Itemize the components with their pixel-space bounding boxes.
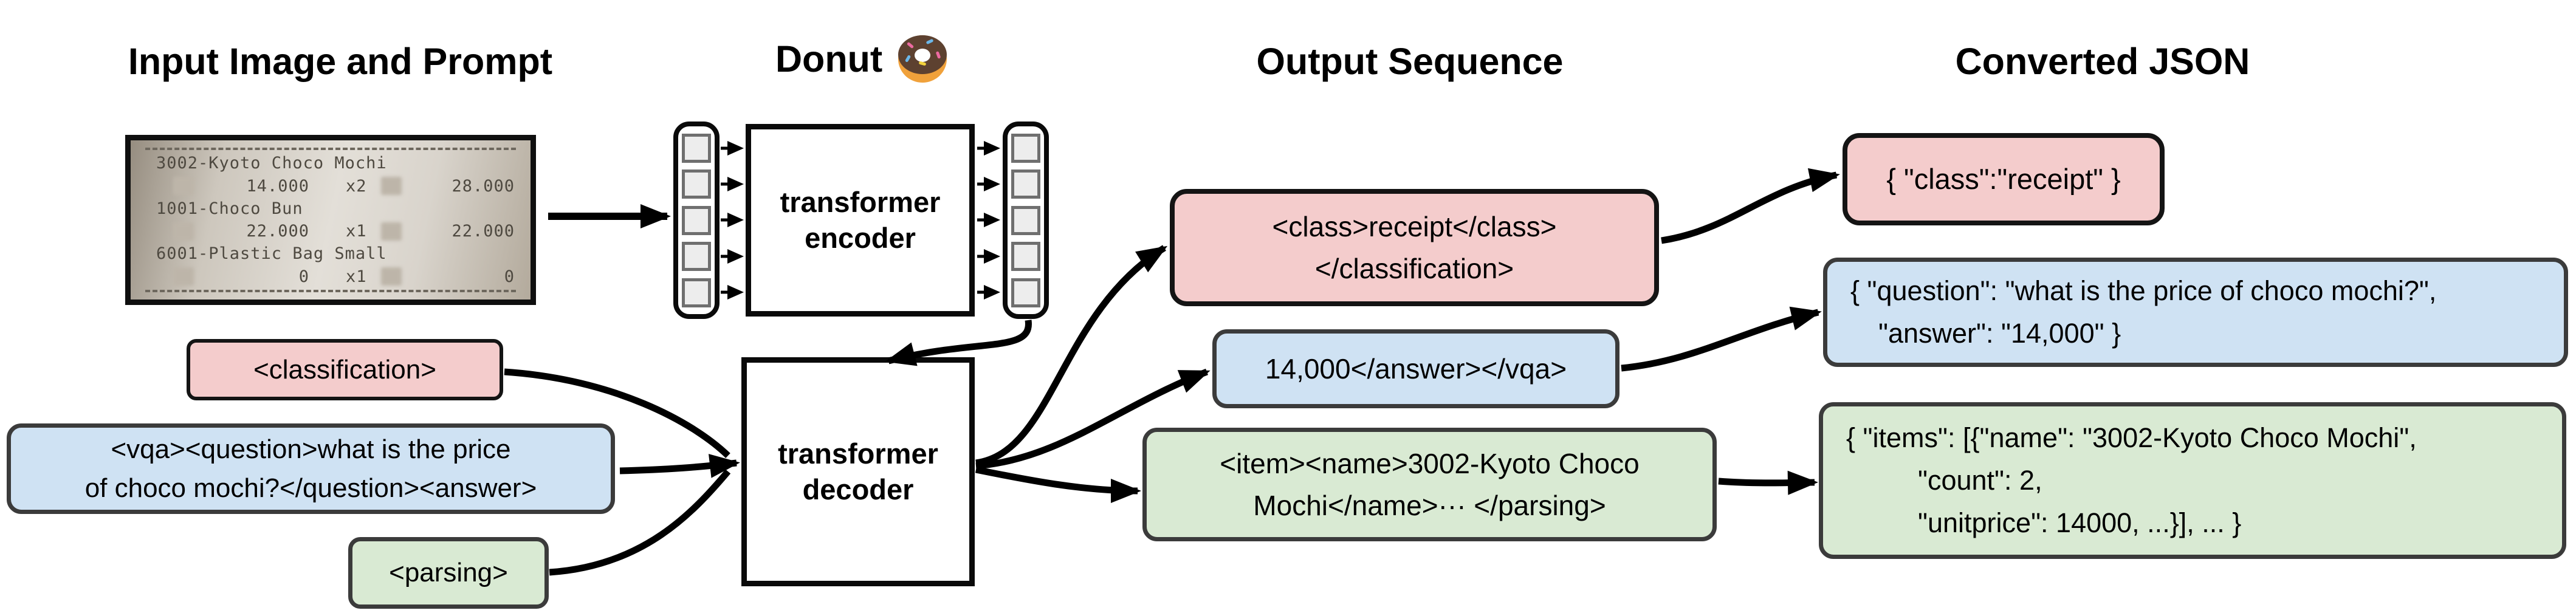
receipt-total: 0 [504, 267, 515, 286]
receipt-line-item: 6001-Plastic Bag Small [156, 244, 387, 264]
arrow-vqa-output-to-json [1621, 306, 1822, 372]
receipt-total: 22.000 [452, 222, 515, 241]
embedding-cell [1011, 170, 1040, 199]
json-classification: { "class":"receipt" } [1843, 133, 2165, 225]
blur-patch [381, 222, 402, 241]
receipt-qty: x1 [346, 267, 367, 286]
output-parsing: <item><name>3002-Kyoto Choco Mochi</name… [1142, 428, 1717, 541]
output-classification-line1: <class>receipt</class> [1272, 210, 1557, 242]
receipt-qty: x2 [346, 176, 367, 196]
arrow-vqa-prompt-to-decoder [619, 454, 740, 478]
json-vqa-line2: "answer": "14,000" } [1878, 318, 2121, 349]
output-classification-line2: </classification> [1314, 252, 1514, 284]
section-title-output: Output Sequence [1256, 41, 1564, 82]
json-vqa-line1: { "question": "what is the price of choc… [1850, 275, 2437, 307]
receipt-line-amounts: 22.000 x1 22.000 [142, 222, 520, 241]
output-parsing-line1: <item><name>3002-Kyoto Choco [1220, 447, 1640, 479]
blur-patch [173, 222, 194, 241]
receipt-image: 3002-Kyoto Choco Mochi 14.000 x2 28.000 … [125, 135, 536, 305]
blur-patch [173, 267, 194, 286]
arrows-patches-to-encoder [721, 141, 744, 300]
transformer-encoder-block: transformer encoder [746, 124, 975, 317]
image-patch [682, 205, 711, 235]
embedding-cell [1011, 133, 1040, 163]
receipt-price: 0 [298, 267, 309, 286]
embedding-cell [1011, 278, 1040, 307]
json-parsing-line1: { "items": [{"name": "3002-Kyoto Choco M… [1846, 422, 2417, 454]
output-vqa: 14,000</answer></vqa> [1212, 329, 1619, 408]
receipt-line-amounts: 14.000 x2 28.000 [142, 177, 520, 196]
receipt-total: 28.000 [452, 176, 515, 196]
embedding-column [1003, 122, 1049, 319]
prompt-classification: <classification> [187, 339, 503, 400]
blur-patch [381, 267, 402, 286]
embedding-cell [1011, 205, 1040, 235]
section-title-input: Input Image and Prompt [128, 41, 553, 82]
blur-patch [173, 177, 194, 196]
json-vqa: { "question": "what is the price of choc… [1823, 258, 2568, 367]
transformer-decoder-block: transformer decoder [741, 357, 975, 586]
arrow-parsing-output-to-json [1718, 470, 1818, 495]
image-patch [682, 133, 711, 163]
prompt-vqa: <vqa><question>what is the price of choc… [7, 423, 615, 514]
json-parsing-line2: "count": 2, [1918, 465, 2042, 496]
json-parsing: { "items": [{"name": "3002-Kyoto Choco M… [1819, 402, 2566, 559]
json-parsing-line3: "unitprice": 14000, ...}], ... } [1918, 507, 2242, 538]
receipt-separator-top [145, 148, 516, 150]
image-patch [682, 278, 711, 307]
section-title-model: Donut [775, 35, 947, 83]
arrow-classification-output-to-json [1661, 168, 1840, 244]
receipt-price: 22.000 [246, 222, 309, 241]
arrows-encoder-to-embeddings [977, 141, 1000, 300]
donut-emoji [898, 35, 947, 83]
encoder-label: transformer encoder [780, 185, 941, 254]
blur-patch [381, 177, 402, 196]
image-patch-column [673, 122, 720, 319]
output-parsing-line2: Mochi</name>··· </parsing> [1253, 489, 1606, 521]
section-title-json: Converted JSON [1955, 41, 2250, 82]
image-patch [682, 170, 711, 199]
receipt-line-amounts: 0 x1 0 [142, 267, 520, 286]
prompt-vqa-line2: of choco mochi?</question><answer> [84, 473, 537, 503]
receipt-price: 14.000 [246, 176, 309, 196]
decoder-label: transformer decoder [778, 437, 938, 505]
receipt-line-item: 1001-Choco Bun [156, 199, 303, 218]
model-title-text: Donut [775, 38, 883, 80]
output-classification: <class>receipt</class> </classification> [1170, 189, 1659, 306]
receipt-qty: x1 [346, 222, 367, 241]
image-patch [682, 242, 711, 271]
prompt-parsing: <parsing> [348, 537, 549, 609]
embedding-cell [1011, 242, 1040, 271]
arrow-decoder-to-parsing-output [975, 466, 1141, 503]
receipt-separator-bottom [145, 289, 516, 292]
arrow-embeddings-to-decoder [885, 320, 1032, 366]
receipt-line-item: 3002-Kyoto Choco Mochi [156, 154, 387, 173]
prompt-vqa-line1: <vqa><question>what is the price [111, 434, 511, 464]
